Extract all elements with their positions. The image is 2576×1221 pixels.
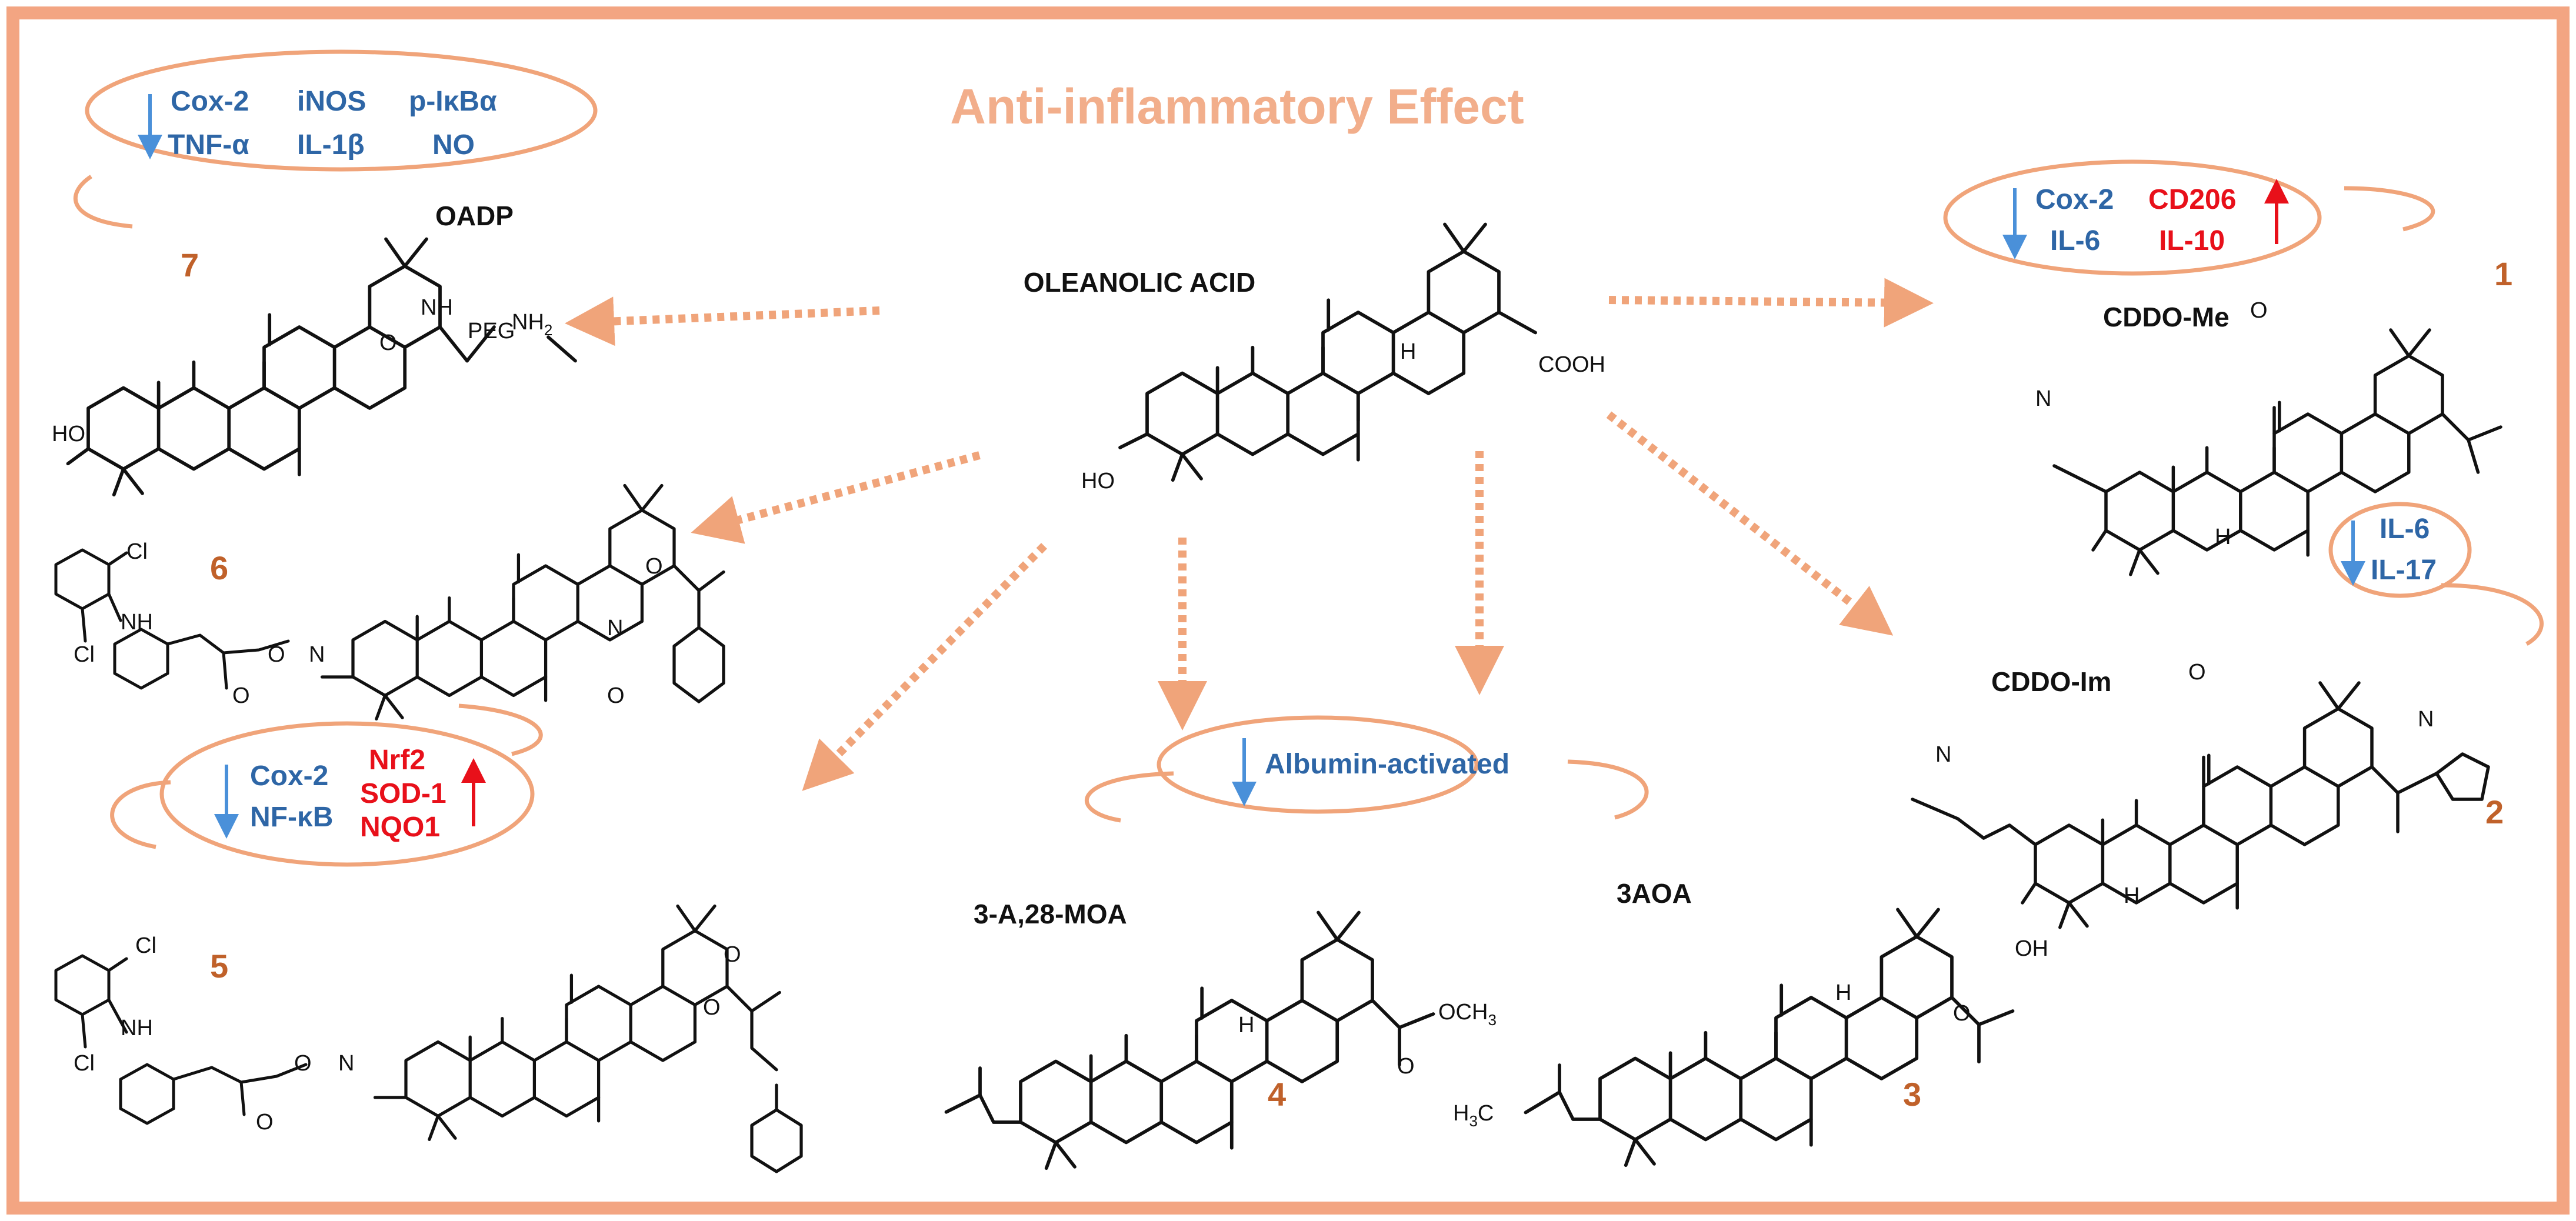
atom-cooh: COOH <box>1538 352 1605 377</box>
compound-3-number: 3 <box>1903 1076 1921 1113</box>
effect7-item-1: Cox-2 <box>171 86 249 117</box>
arrow-to-1 <box>1608 278 1934 328</box>
effect1-up-1: CD206 <box>2148 184 2236 215</box>
c7-atom-o: O <box>379 331 397 355</box>
compound-3-structure <box>1524 910 2015 1166</box>
c5-atom-o4: O <box>703 995 721 1020</box>
compound-5-aryl <box>54 954 308 1125</box>
c2-atom-h: H <box>2124 883 2140 908</box>
c1-atom-h: H <box>2215 525 2231 549</box>
compound-3-name: 3AOA <box>1617 878 1692 909</box>
c3-atom-o: O <box>1953 1001 1971 1026</box>
c6-atom-o4: O <box>607 683 625 708</box>
effect2-item-1: IL-6 <box>2380 513 2430 545</box>
effect7-item-3: p-IκBα <box>409 86 497 117</box>
compound-4-name: 3-A,28-MOA <box>974 899 1127 929</box>
effect1-down-2: IL-6 <box>2050 225 2100 256</box>
effect34-item-1: Albumin-activated <box>1265 749 1509 780</box>
c6-atom-o2: O <box>232 683 250 708</box>
effect7-item-5: IL-1β <box>297 129 365 161</box>
compound-1-number: 1 <box>2494 255 2512 292</box>
c1-atom-n: N <box>2035 386 2051 411</box>
outer-frame <box>6 6 2570 1215</box>
c6-atom-cl1: Cl <box>126 539 148 564</box>
effect7-item-6: NO <box>432 129 475 161</box>
compound-5-structure <box>373 906 803 1173</box>
atom-ho: HO <box>1081 469 1115 493</box>
c6-atom-n2: N <box>607 616 623 640</box>
c5-atom-o3: O <box>724 942 741 967</box>
c7-atom-nh2: NH2 <box>512 310 552 339</box>
compound-5-number: 5 <box>210 948 228 985</box>
effect2-item-2: IL-17 <box>2371 555 2437 586</box>
c5-atom-o: O <box>294 1051 312 1076</box>
c4-atom-o: O <box>1397 1054 1415 1079</box>
effect1-up-2: IL-10 <box>2159 225 2225 256</box>
c1-atom-o: O <box>2250 298 2268 323</box>
compound-4-structure <box>944 913 1435 1169</box>
compound-2-structure <box>1911 683 2490 928</box>
c5-atom-cl2: Cl <box>74 1051 95 1076</box>
effect56-up-2: SOD-1 <box>360 778 446 809</box>
c5-atom-o2: O <box>256 1110 274 1135</box>
c2-atom-n: N <box>1935 742 1951 767</box>
c6-atom-o3: O <box>645 554 663 579</box>
c3-atom-h: H <box>1835 980 1851 1005</box>
compound-7-number: 7 <box>181 246 199 283</box>
oleanolic-acid-label: OLEANOLIC ACID <box>1024 267 1255 298</box>
c6-atom-nh: NH <box>121 610 153 635</box>
c7-atom-ho: HO <box>52 422 85 446</box>
effect56-down-2: NF-κB <box>250 802 333 833</box>
effect-bubble-3-4: Albumin-activated <box>1084 715 1649 823</box>
c6-atom-n: N <box>309 642 325 667</box>
effect-bubble-7: Cox-2 iNOS p-IκBα TNF-α IL-1β NO <box>74 49 598 229</box>
compound-4-number: 4 <box>1268 1076 1286 1113</box>
compound-6-number: 6 <box>210 549 228 586</box>
c5-atom-nh: NH <box>121 1016 153 1040</box>
c5-atom-cl1: Cl <box>135 933 156 958</box>
compound-2-name: CDDO-Im <box>1991 666 2111 697</box>
arrow-to-5 <box>802 543 1047 791</box>
effect7-item-2: iNOS <box>297 86 366 117</box>
c6-atom-o: O <box>268 642 285 667</box>
c2-atom-o: O <box>2188 660 2206 685</box>
compound-6-aryl <box>54 548 290 690</box>
compound-7-structure <box>66 239 577 495</box>
effect56-down-1: Cox-2 <box>250 760 328 792</box>
effect56-up-1: Nrf2 <box>369 745 425 776</box>
compound-7-name: OADP <box>435 201 514 231</box>
c4-atom-h: H <box>1238 1013 1254 1037</box>
c3-atom-oh: OH <box>2015 936 2048 961</box>
compound-6-structure <box>320 486 725 719</box>
c5-atom-n: N <box>338 1051 354 1076</box>
arrow-to-7 <box>565 296 880 346</box>
effect-bubble-1: Cox-2 IL-6 CD206 IL-10 <box>1943 159 2435 276</box>
c3-atom-h3c: H3C <box>1453 1101 1494 1130</box>
arrow-to-2 <box>1606 411 1894 636</box>
atom-h: H <box>1400 339 1416 364</box>
effect1-down-1: Cox-2 <box>2035 184 2114 215</box>
c4-atom-och3: OCH3 <box>1438 1000 1497 1029</box>
c7-atom-nh: NH <box>421 295 453 320</box>
oleanolic-acid-structure <box>1118 225 1537 481</box>
diagram-title: Anti-inflammatory Effect <box>950 79 1524 134</box>
compound-2-number: 2 <box>2485 793 2504 830</box>
c2-atom-n2: N <box>2418 707 2434 732</box>
c7-atom-peg: PEG <box>468 319 515 343</box>
c6-atom-cl2: Cl <box>74 642 95 667</box>
compound-1-structure <box>2052 330 2502 575</box>
effect56-up-3: NQO1 <box>360 812 440 843</box>
arrow-to-6 <box>691 451 981 544</box>
effect-bubble-5-6: Cox-2 NF-κB Nrf2 SOD-1 NQO1 <box>110 703 543 867</box>
compound-1-name: CDDO-Me <box>2103 302 2230 332</box>
effect7-item-4: TNF-α <box>168 129 249 161</box>
effect-bubble-2: IL-6 IL-17 <box>2328 502 2544 646</box>
